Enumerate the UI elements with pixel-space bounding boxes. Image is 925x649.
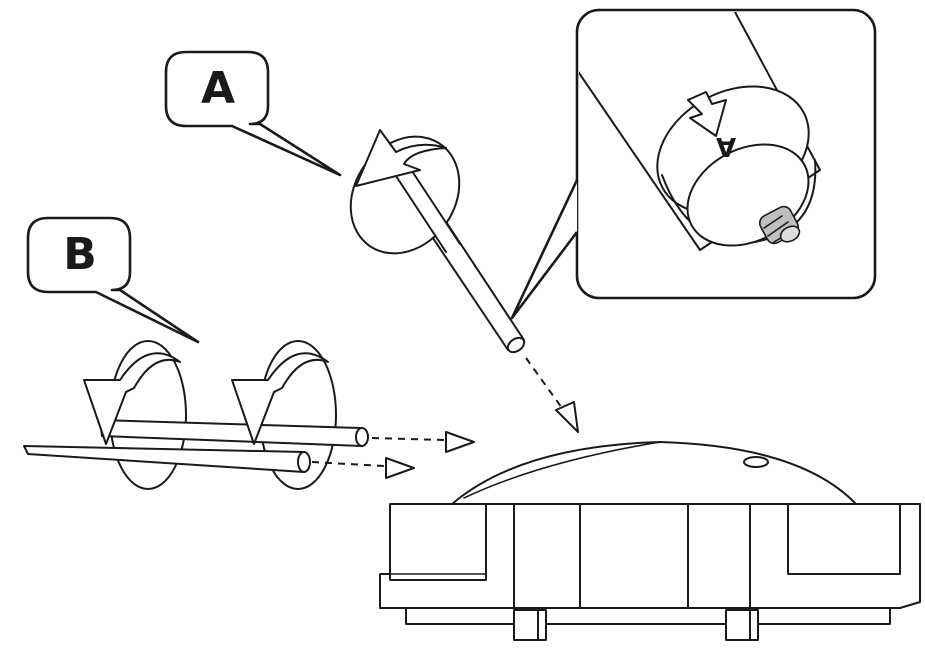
screws-b (23, 340, 369, 490)
housing-dome (451, 441, 857, 505)
callout-a-label: A (201, 63, 235, 114)
callout-b-label: B (63, 229, 97, 280)
callout-a-bubble (164, 50, 342, 177)
housing-dome-hole (743, 456, 769, 468)
insert-arrow-a (525, 357, 579, 433)
insert-arrow-b-upper-head (445, 431, 475, 453)
insert-arrow-b-lower-head (385, 457, 415, 479)
detail-arrow-icon (687, 91, 727, 137)
detail-inset-leader (510, 179, 579, 320)
detail-marking-text: A (716, 131, 736, 161)
housing (379, 441, 921, 641)
callout-a: A (164, 50, 342, 177)
screw-b-right-rotation-arrow-icon (231, 352, 329, 445)
insert-arrow-a-head (555, 401, 579, 433)
screw-a-rotation-arrow-icon (355, 129, 447, 187)
housing-base-rail (405, 607, 891, 625)
screw-a-tip (506, 336, 526, 354)
housing-peg-left (513, 609, 539, 641)
screw-b-left-rotation-arrow-icon (83, 352, 181, 445)
callout-b-bubble (26, 216, 200, 344)
detail-thread-stud (758, 205, 801, 245)
detail-inset: A (510, 8, 877, 320)
screw-a (349, 129, 526, 354)
callout-b: B (26, 216, 200, 344)
insert-arrows-b (311, 431, 475, 479)
housing-peg-right (725, 609, 751, 641)
